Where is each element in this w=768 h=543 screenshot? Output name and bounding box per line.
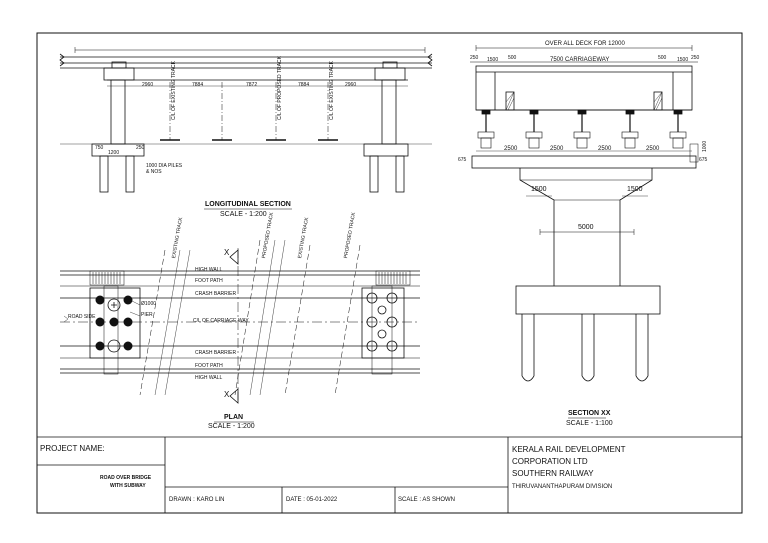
org-line1: KERALA RAIL DEVELOPMENT [512, 445, 626, 454]
project-name-line1: ROAD OVER BRIDGE [100, 475, 152, 481]
org-line2: CORPORATION LTD [512, 457, 588, 466]
plan-high-wall-bottom: HIGH WALL [195, 375, 223, 381]
span-dim-1: 2960 [142, 82, 154, 88]
track-label-1: C/L OF EXISTING TRACK [171, 61, 177, 120]
title-block-frame [37, 436, 742, 513]
pile-dim-1: 750 [95, 145, 104, 151]
column-width-right: 1500 [627, 186, 643, 193]
pile-note-line1: 1000 DIA PILES [146, 163, 183, 169]
longitudinal-section-scale: SCALE - 1:200 [220, 211, 267, 218]
drawing-date: DATE : 05-01-2022 [286, 497, 338, 503]
org-line3: SOUTHERN RAILWAY [512, 469, 594, 478]
top-dim-6: 1500 [677, 57, 689, 63]
plan-pier-note-1: Ø1000 [141, 301, 157, 307]
overall-deck-dim: OVER ALL DECK FOR 12000 [545, 41, 625, 47]
plan-pier-note-2: PIER [141, 312, 153, 318]
cap-left-dim: 675 [458, 157, 467, 163]
section-xx [470, 45, 699, 419]
girder-spacing-4: 2500 [646, 146, 660, 152]
span-dim-4: 7884 [298, 82, 310, 88]
top-dim-4: 7500 CARRIAGEWAY [550, 57, 610, 63]
section-mark-top: X [224, 248, 230, 257]
longitudinal-section [59, 47, 433, 210]
plan-crash-barrier-top: CRASH BARRIER [195, 291, 237, 297]
track-label-2: C/L OF PROPOSED TRACK [277, 56, 283, 120]
plan-crash-barrier-bottom: CRASH BARRIER [195, 350, 237, 356]
top-dim-5: 500 [658, 55, 667, 61]
cap-side-dim: 1000 [702, 140, 708, 152]
plan-title: PLAN [224, 414, 244, 421]
span-dim-5: 2960 [345, 82, 357, 88]
pile-dim-2: 1200 [108, 150, 120, 156]
top-dim-7: 250 [691, 55, 700, 61]
track-label-3: C/L OF EXISTING TRACK [329, 61, 335, 120]
cap-right-dim: 675 [699, 157, 708, 163]
plan-scale: SCALE - 1:200 [208, 423, 255, 430]
column-width-left: 1500 [531, 186, 547, 193]
drawn-by: DRAWN : KARO LIN [169, 497, 225, 503]
section-xx-scale: SCALE - 1:100 [566, 420, 613, 427]
girder-spacing-2: 2500 [550, 146, 564, 152]
span-dim-2: 7884 [192, 82, 204, 88]
project-name-label: PROJECT NAME: [40, 444, 105, 453]
section-xx-title: SECTION XX [568, 410, 611, 417]
drawing-scale: SCALE : AS SHOWN [398, 497, 456, 503]
girder-spacing-3: 2500 [598, 146, 612, 152]
longitudinal-section-title: LONGITUDINAL SECTION [205, 201, 291, 208]
plan-foot-path-bottom: FOOT PATH [195, 363, 223, 369]
plan-view [60, 239, 420, 423]
pile-note-line2: & NOS [146, 169, 162, 175]
top-dim-3: 500 [508, 55, 517, 61]
pile-dim-3: 250 [136, 145, 145, 151]
span-dim-3: 7872 [246, 82, 258, 88]
column-spacing-dim: 5000 [578, 224, 594, 231]
plan-side-label: ROAD SIDE [68, 314, 96, 320]
top-dim-1: 250 [470, 55, 479, 61]
division: THIRUVANANTHAPURAM DIVISION [512, 484, 613, 490]
girder-spacing-1: 2500 [504, 146, 518, 152]
top-dim-2: 1500 [487, 57, 499, 63]
project-name-line2: WITH SUBWAY [110, 483, 146, 489]
section-mark-bottom: X [224, 390, 230, 399]
plan-foot-path-top: FOOT PATH [195, 278, 223, 284]
sheet-border [36, 32, 743, 514]
plan-high-wall-top: HIGH WALL [195, 267, 223, 273]
plan-carriageway-cl: C/L OF CARRIAGE WAY [193, 318, 249, 324]
